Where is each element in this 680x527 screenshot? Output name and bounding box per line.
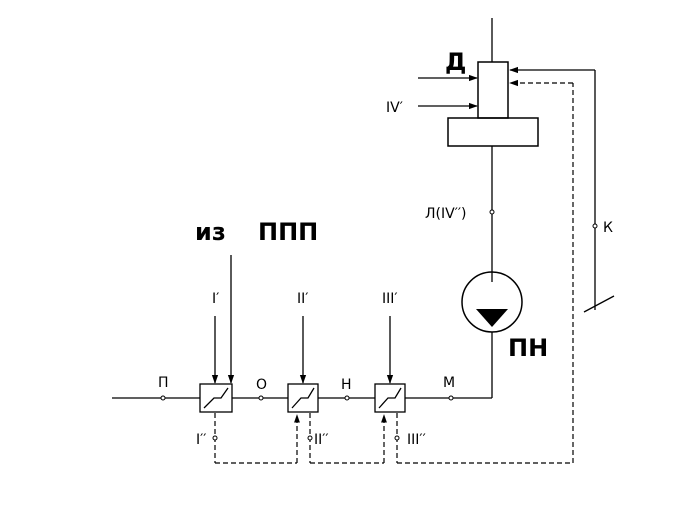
drain-cascade <box>214 83 574 464</box>
label-steam-i-in: I′ <box>212 291 219 307</box>
label-point-n: Н <box>341 377 352 393</box>
recirculation-line-k <box>583 70 615 313</box>
label-steam-iv-in: IV′ <box>386 100 403 116</box>
deaerator-vessel <box>447 61 539 147</box>
heater-2 <box>287 383 319 413</box>
label-point-o: О <box>256 377 267 393</box>
label-from-text: из <box>195 218 226 246</box>
deaerator-inlets <box>418 66 595 110</box>
heater-1 <box>199 383 233 413</box>
label-drain-ii: II′′ <box>314 432 329 448</box>
label-from-source: ППП <box>258 218 318 246</box>
heater-3 <box>374 383 406 413</box>
label-pump: ПН <box>508 334 548 362</box>
label-point-l: Л(IV′′) <box>425 206 467 222</box>
label-drain-iii: III′′ <box>407 432 426 448</box>
steam-inlets <box>211 255 394 384</box>
label-steam-ii-in: II′ <box>297 291 308 307</box>
feed-pump <box>461 271 523 333</box>
label-drain-i: I′′ <box>196 432 207 448</box>
label-point-k: К <box>603 220 613 236</box>
label-steam-iii-in: III′ <box>382 291 398 307</box>
measurement-points <box>160 209 598 441</box>
label-deaerator: Д <box>445 48 466 76</box>
label-point-m: М <box>443 375 455 391</box>
label-point-p: П <box>158 375 169 391</box>
